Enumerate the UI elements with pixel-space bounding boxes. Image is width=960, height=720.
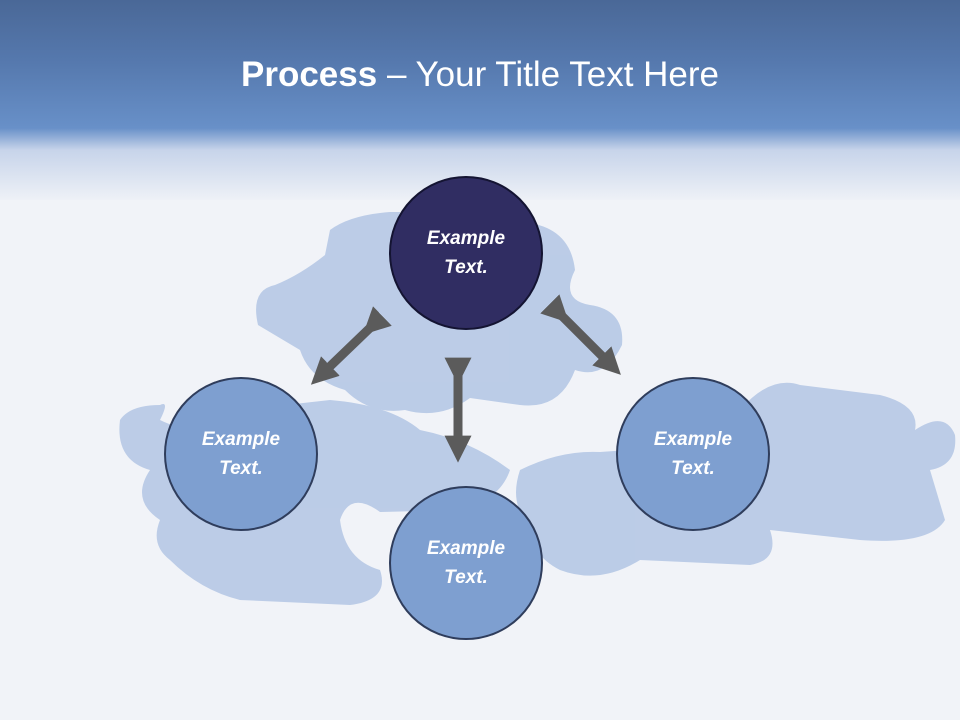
node-bottom[interactable]: Example Text. (389, 486, 543, 640)
node-top[interactable]: Example Text. (389, 176, 543, 330)
slide-title[interactable]: Process – Your Title Text Here (0, 52, 960, 98)
arrow-top-left (310, 306, 392, 385)
header-band (0, 0, 960, 200)
node-left[interactable]: Example Text. (164, 377, 318, 531)
node-right[interactable]: Example Text. (616, 377, 770, 531)
title-rest: – Your Title Text Here (377, 55, 719, 94)
title-bold: Process (241, 55, 378, 94)
arrow-top-right (540, 294, 621, 375)
